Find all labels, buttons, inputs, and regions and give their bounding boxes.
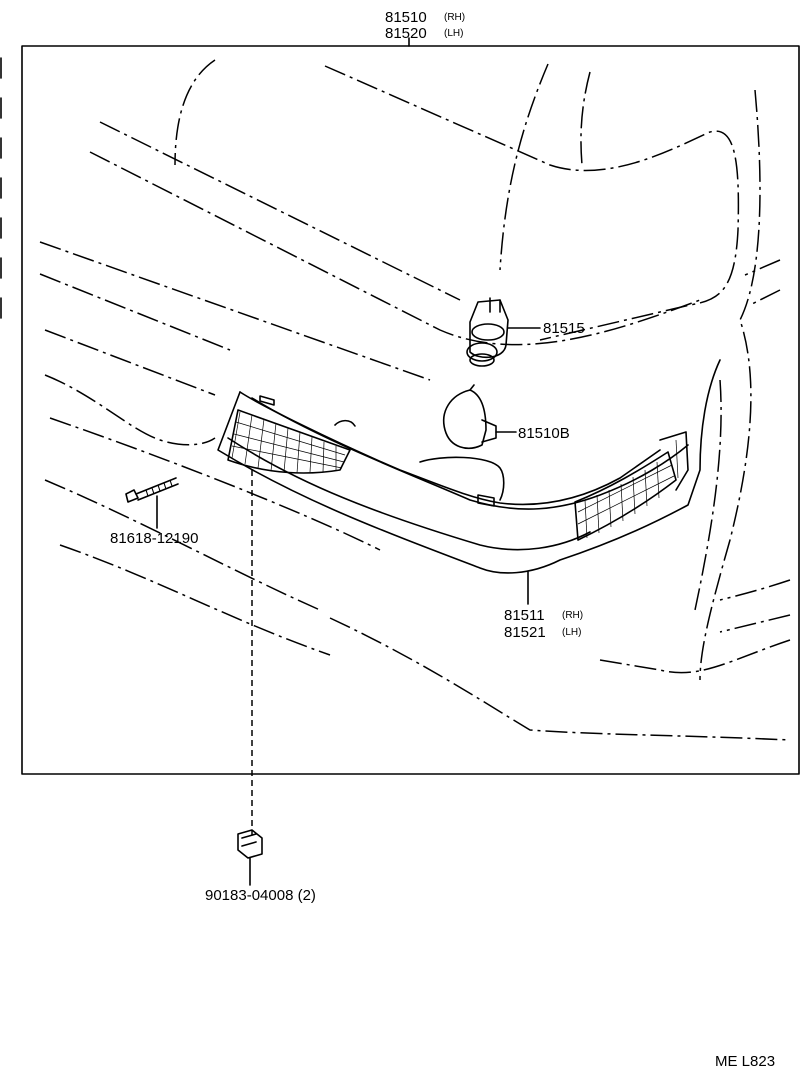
lens-grid-left <box>227 409 351 474</box>
label-assembly-lh-side: (LH) <box>444 28 463 39</box>
label-lens-lh-side: (LH) <box>562 627 581 638</box>
label-lens-rh-side: (RH) <box>562 610 583 621</box>
label-assembly-lh: 81520 <box>385 25 427 42</box>
diagram-frame <box>21 45 800 775</box>
bulb-socket <box>466 297 509 367</box>
label-lens-rh: 81511 <box>504 607 545 624</box>
label-nut: 90183-04008 (2) <box>205 887 316 904</box>
lens-grid-right <box>574 431 689 541</box>
label-assembly-rh: 81510 <box>385 9 427 26</box>
screw <box>125 477 179 503</box>
bulb <box>443 384 497 449</box>
lens-housing <box>217 359 721 574</box>
clip-nut <box>237 829 263 859</box>
label-screw: 81618-12190 <box>110 530 198 547</box>
label-socket: 81515 <box>543 320 585 337</box>
label-assembly-rh-side: (RH) <box>444 12 465 23</box>
label-lens-lh: 81521 <box>504 624 546 641</box>
diagram-code: ME L823 <box>715 1053 775 1070</box>
label-bulb: 81510B <box>518 425 570 442</box>
vehicle-body-outline <box>39 59 791 741</box>
